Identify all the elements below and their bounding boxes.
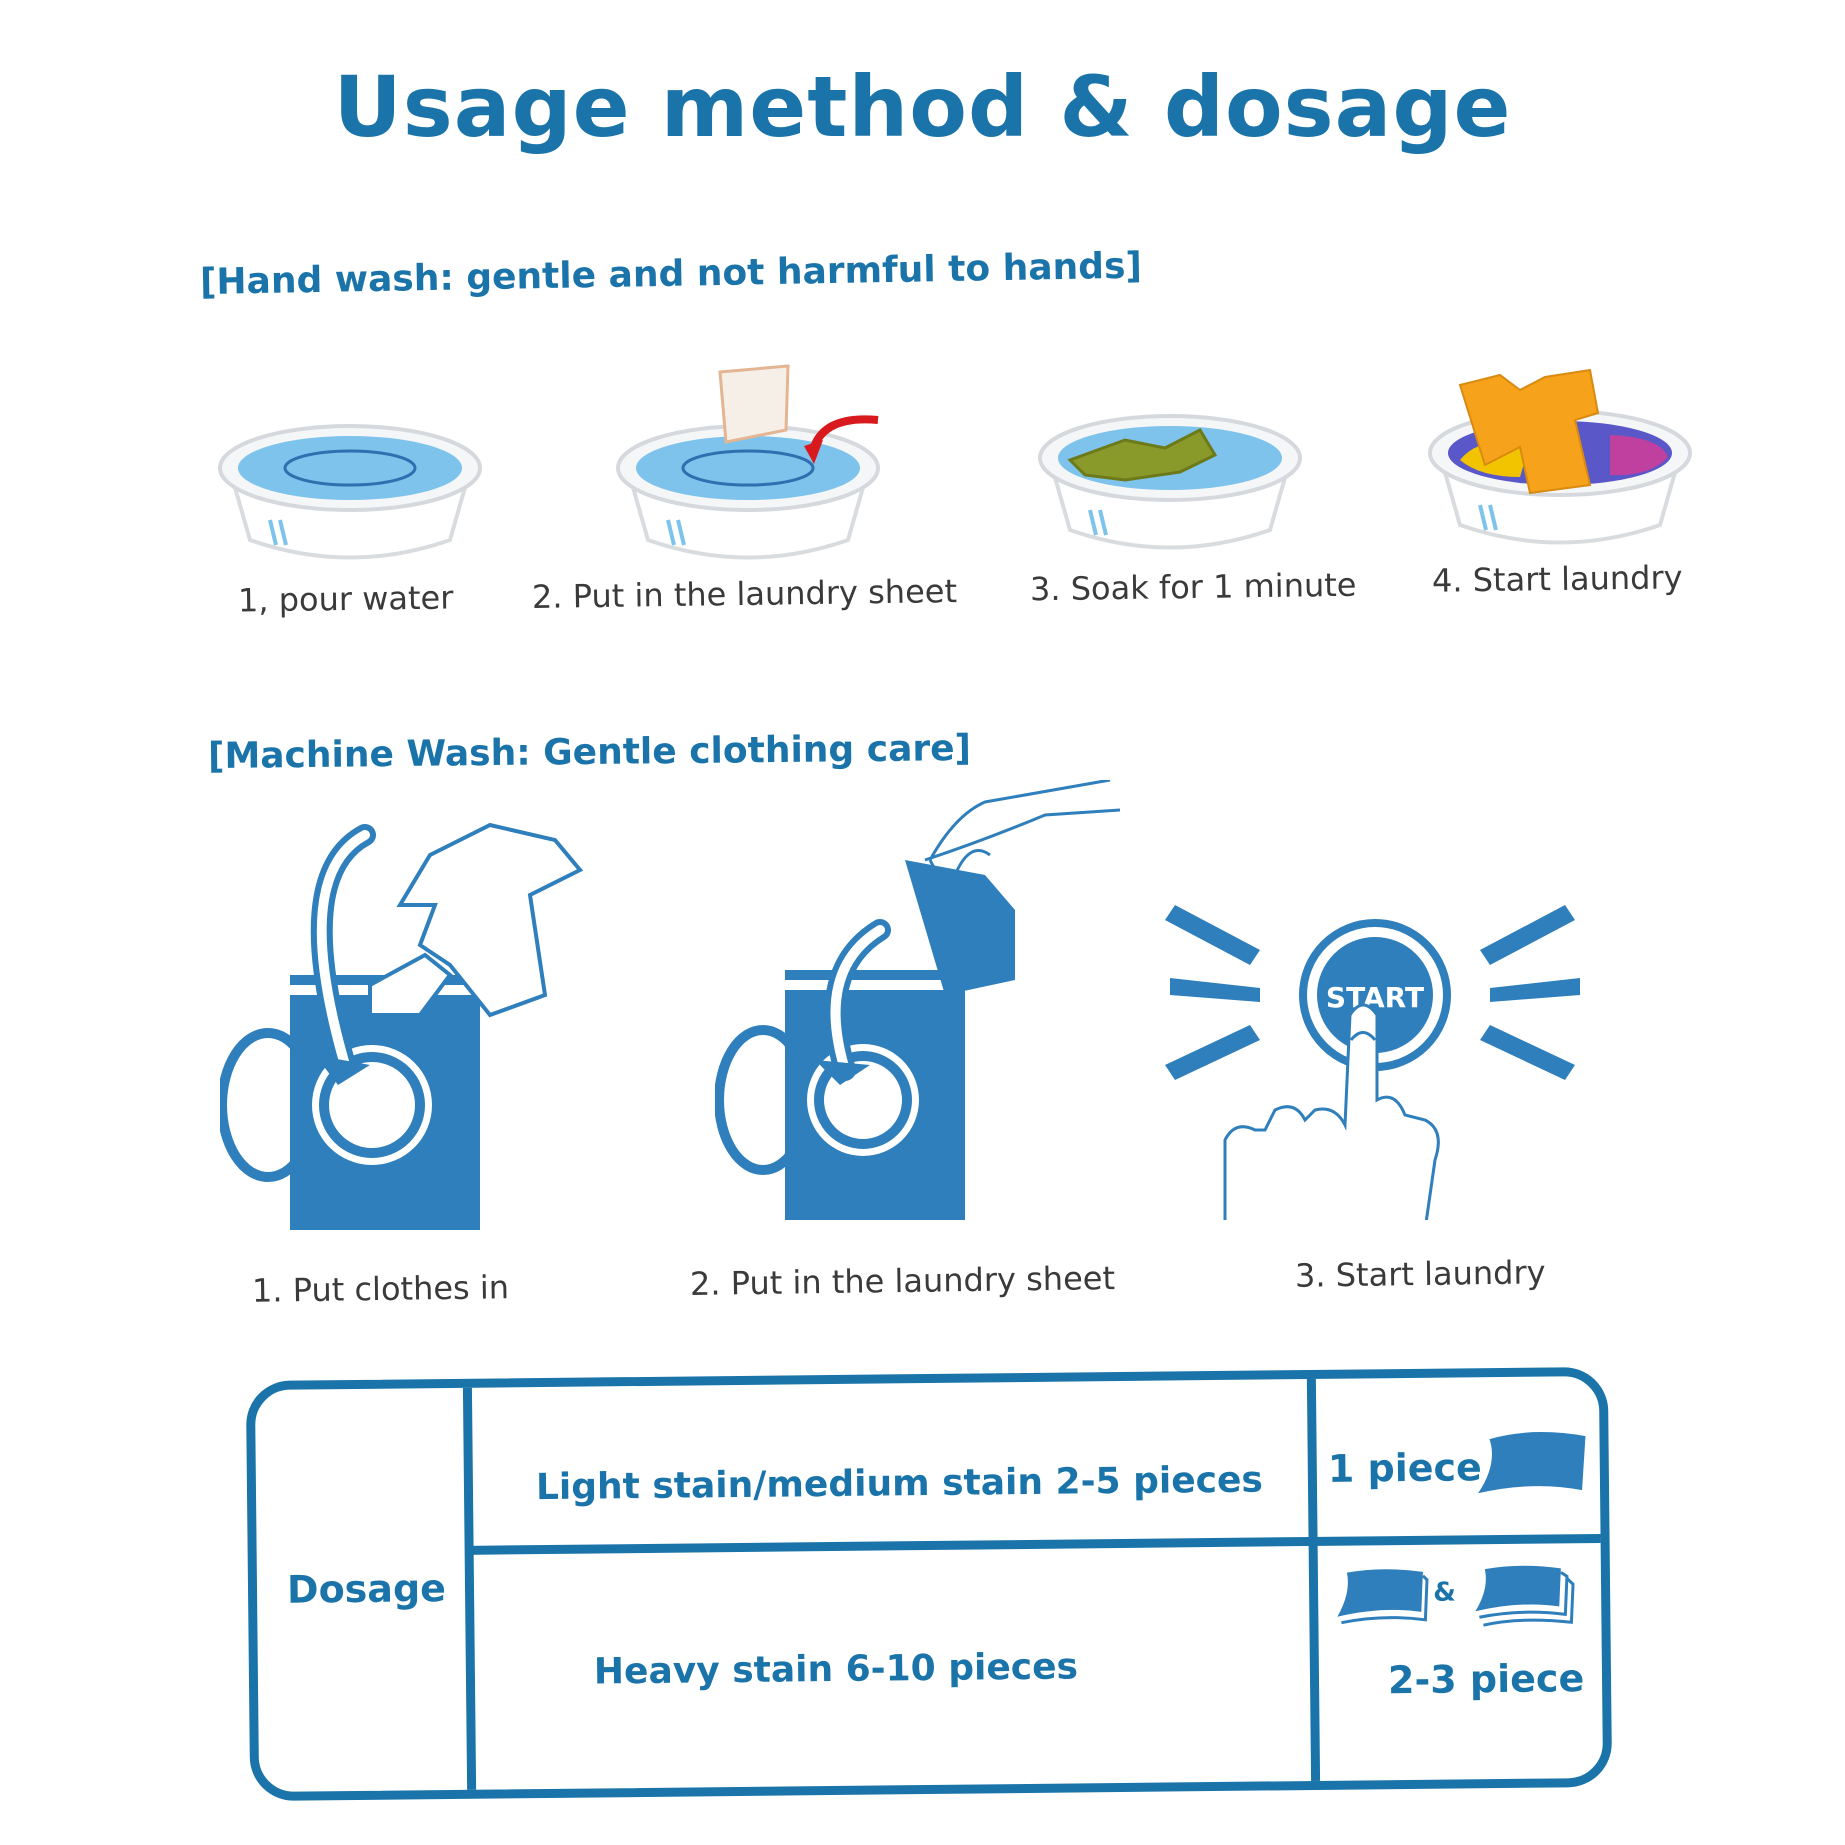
light-stain-amount: 1 piece [1327,1445,1483,1491]
basin-clothes-icon [1428,368,1692,545]
hand-step-2-label: 2. Put in the laundry sheet [531,572,958,616]
hand-step-4-label: 4. Start laundry [1431,558,1683,600]
table-divider [1306,1378,1321,1782]
hand-wash-heading: [Hand wash: gentle and not harmful to ha… [199,245,1143,303]
start-button-text: START [1326,981,1424,1014]
triple-sheet-icon [1475,1565,1575,1627]
single-sheet-icon [1478,1432,1586,1494]
basin-soak-icon [1038,414,1302,550]
start-button-icon: START [1165,905,1580,1220]
basin-sheet-icon [616,364,880,560]
page-title: Usage method & dosage [333,58,1512,156]
heavy-stain-condition: Heavy stain 6-10 pieces [593,1646,1079,1693]
machine-wash-heading: [Machine Wash: Gentle clothing care] [207,728,972,777]
dosage-label: Dosage [286,1566,447,1612]
table-divider [462,1387,477,1790]
double-sheet-icon [1337,1569,1429,1625]
machine-step-2-label: 2. Put in the laundry sheet [689,1259,1116,1303]
machine-step-1-label: 1. Put clothes in [251,1268,510,1310]
light-stain-condition: Light stain/medium stain 2-5 pieces [535,1459,1264,1509]
hand-step-1-label: 1, pour water [237,578,454,620]
washing-machine-clothes-icon [220,822,584,1230]
dosage-ampersand: & [1432,1577,1456,1608]
dosage-table: Dosage Light stain/medium stain 2-5 piec… [245,1366,1613,1802]
basin-water-icon [218,424,482,560]
heavy-stain-amount: 2-3 piece [1387,1656,1585,1703]
machine-step-3-label: 3. Start laundry [1294,1253,1546,1295]
hand-step-3-label: 3. Soak for 1 minute [1029,565,1357,609]
washing-machine-sheet-icon [715,780,1121,1220]
table-divider [468,1533,1601,1555]
